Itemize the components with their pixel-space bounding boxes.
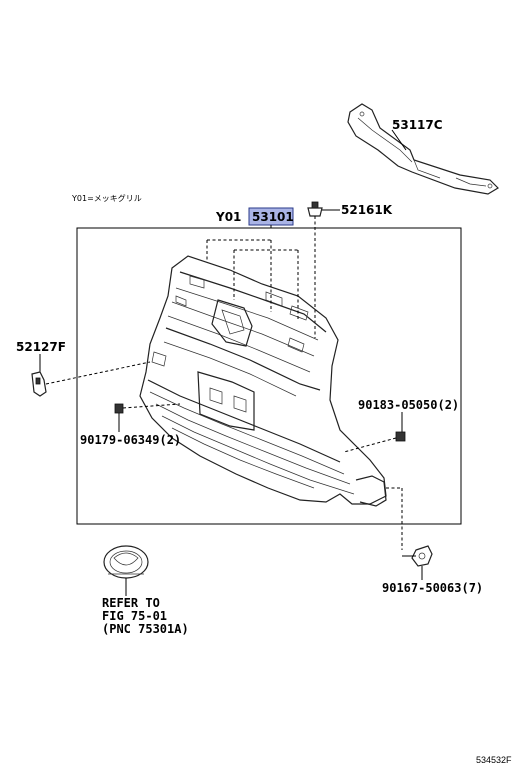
grille-assembly [139,255,387,507]
figure-id: 534532F [476,755,512,765]
right-nut-label[interactable]: 90183-05050(2) [358,398,459,412]
bracket-leader [391,129,407,151]
clip-top-label[interactable]: 52161K [341,203,393,217]
variant-note: Y01=メッキグリル [71,193,142,203]
left-clip-part [31,371,47,397]
right-nut-part [395,431,406,442]
left-nut-label[interactable]: 90179-06349(2) [80,433,181,447]
left-clip-label[interactable]: 52127F [16,340,66,354]
screw-part [411,545,433,567]
left-nut-part [114,403,124,414]
screw-label[interactable]: 90167-50063(7) [382,581,483,595]
reference-line1[interactable]: REFER TO [102,596,160,610]
right-nut-dashline [343,437,397,453]
bracket-part [347,103,499,195]
left-nut-dashline [122,403,181,409]
assembly-frame [76,227,462,525]
main-part-prefix: Y01 [215,210,241,224]
left-clip-dashline [45,361,151,385]
clip-top-part [307,201,323,217]
main-part-number[interactable]: 53101 [252,210,294,224]
emblem-part [103,545,149,579]
reference-line2[interactable]: FIG 75-01 [102,609,167,623]
reference-line3[interactable]: (PNC 75301A) [102,622,189,636]
bracket-label[interactable]: 53117C [392,118,443,132]
